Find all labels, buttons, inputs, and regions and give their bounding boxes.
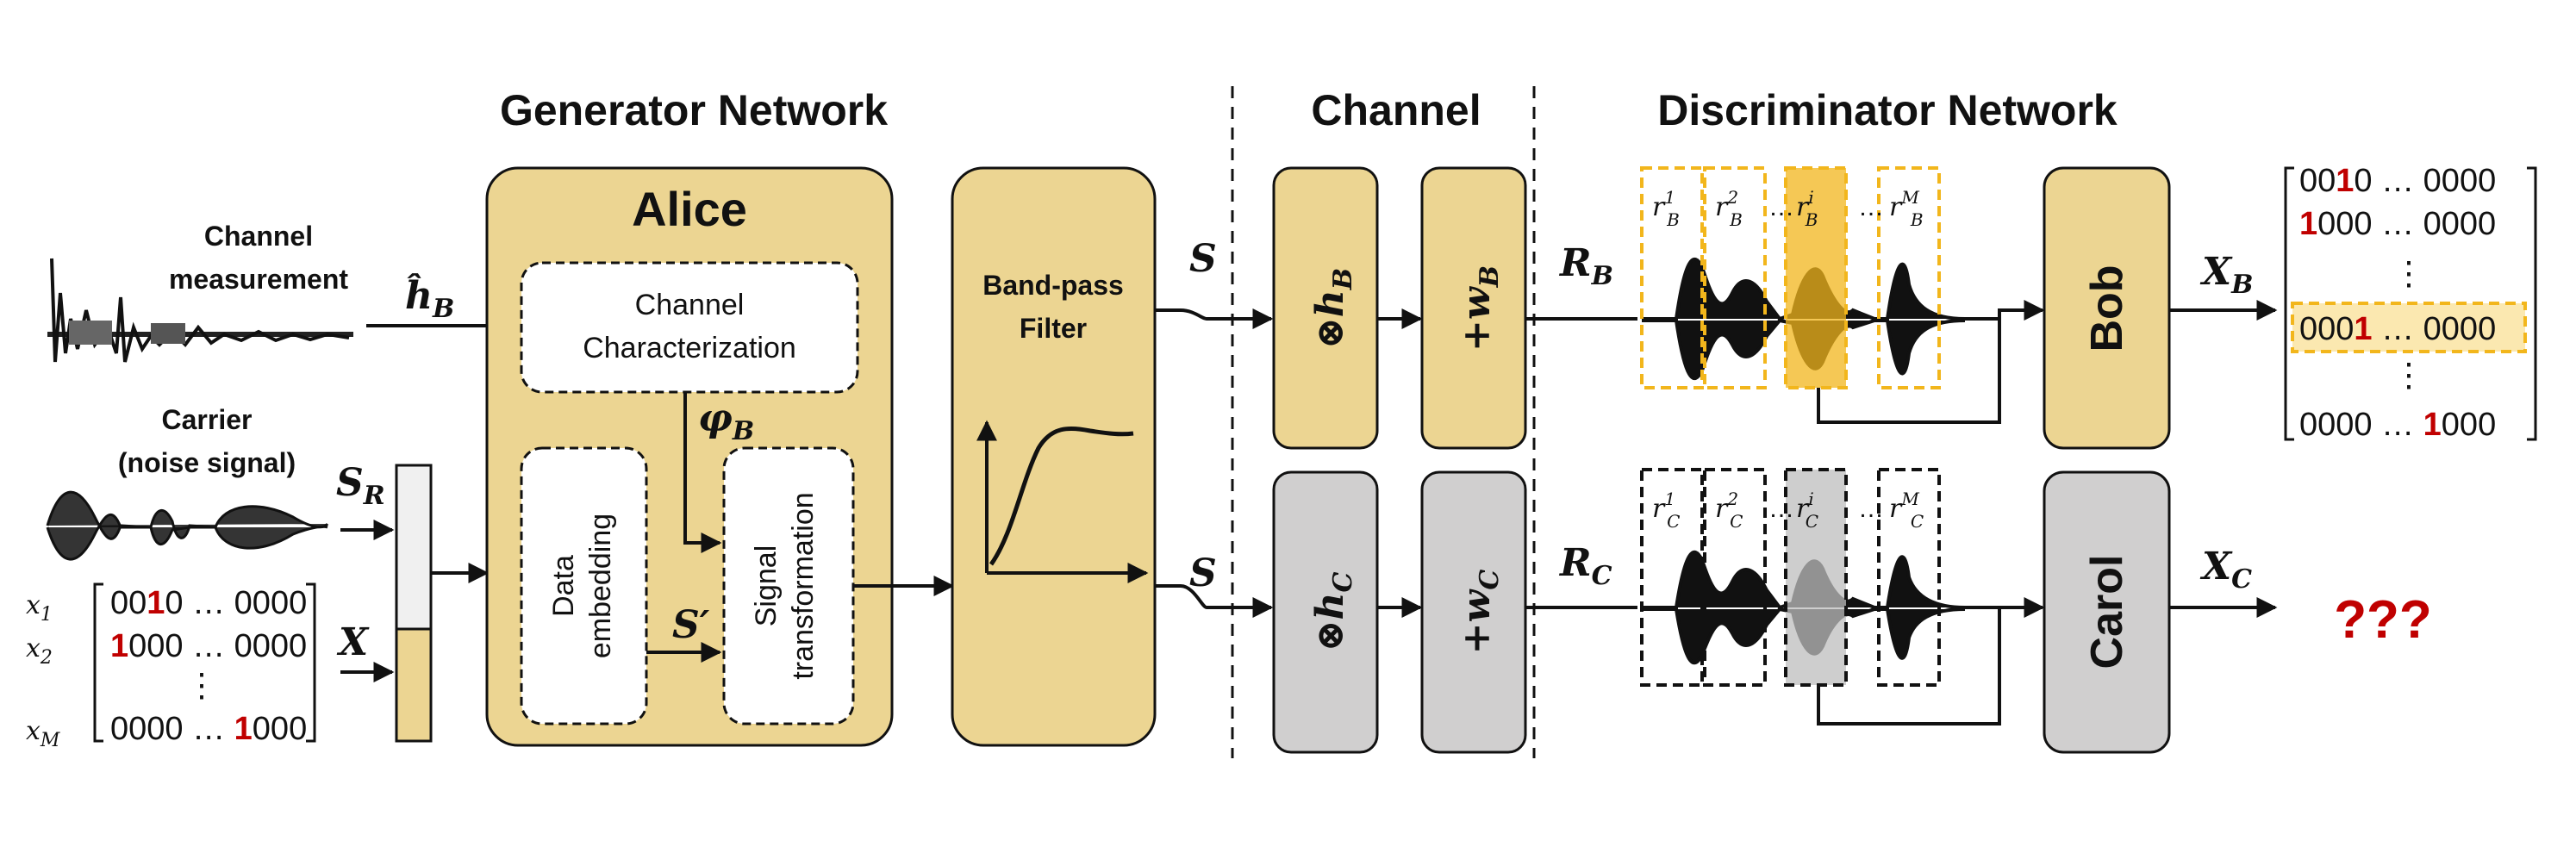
bob-label: Bob [2082,265,2132,352]
s-top-arrow [1155,308,1274,329]
r-c-feedback-line [1817,607,2001,726]
channel-title: Channel [1311,86,1481,134]
w-b-block [1420,166,1527,450]
segment-ellipsis: … [1858,193,1884,221]
r-c-label: RC [1558,541,1612,591]
h-c-block [1272,470,1379,754]
carrier-label-2: (noise signal) [118,447,296,478]
w-c-label: +wC [1455,570,1505,655]
r-b-to-bob-arrow [1965,300,2045,321]
x-c-label: XC [2199,545,2252,595]
channel-characterization-box [520,261,859,394]
bob-block [2043,166,2171,450]
h-b-label: ⊗hB [1308,268,1358,349]
message-row: 1000 … 0000 [110,628,307,664]
channel-characterization-label-1: Channel [635,289,745,321]
channel-measurement-label-1: Channel [204,221,313,252]
message-row-label: x2 [26,633,53,669]
x-b-label: XB [2199,250,2254,300]
message-row: 0010 … 0000 [110,585,307,621]
phi-arrow [683,392,722,553]
s-bottom-arrow [1155,584,1274,618]
r-b-label: RB [1558,241,1613,291]
signal-transformation-label-2: transformation [787,492,820,679]
carol-label: Carol [2082,555,2132,670]
s-bottom-label: S [1189,551,1217,595]
segment-window [1703,468,1767,687]
w-b-label: +wB [1455,265,1505,352]
alice-title: Alice [632,182,747,236]
h-c-label: ⊗hC [1308,572,1358,652]
message-row: 0000 … 1000 [110,711,307,747]
channel-measurement-waveform [47,258,353,363]
h-hat-b-label: ĥB [405,272,454,324]
unknown-output: ??? [2334,590,2432,650]
signal-transformation-label-1: Signal [750,545,783,627]
output-matrix-row: ⋮ [2392,358,2425,394]
channel-characterization-label-2: Characterization [583,332,796,364]
s-r-label: SR [336,461,385,511]
output-matrix: 0010 … 0000 1000 … 0000 ⋮ 0001 … 0000 ⋮ 0000 … [2284,163,2537,443]
output-matrix-row: 1000 … 0000 [2299,206,2496,242]
segment-window [1784,166,1848,389]
message-row: ⋮ [185,668,218,704]
message-row-label: xM [26,716,60,751]
channel-measurement-label-2: measurement [169,264,348,295]
r-b-feedback-line [1817,310,2001,424]
s-top-label: S [1189,237,1217,281]
w-c-block [1420,470,1527,754]
carrier-waveform [46,490,329,561]
segment-window [1640,468,1704,687]
output-matrix-row: 0010 … 0000 [2299,163,2496,199]
data-embedding-label-2: embedding [584,514,617,658]
output-matrix-row: ⋮ [2392,256,2425,292]
input-buffer-bottom [395,627,433,743]
filter-label-2: Filter [1020,313,1087,344]
carrier-label-1: Carrier [162,404,253,435]
band-pass-filter-block [951,166,1157,747]
message-matrix: x1 0010 … 0000 x2 1000 … 0000 ⋮ xM 0000 … 1000 [26,582,316,751]
segment-window [1784,468,1848,687]
segment-ellipsis: … [1768,193,1794,221]
data-embedding-box [520,446,648,726]
filter-label-1: Band-pass [982,270,1124,301]
data-embedding-label-1: Data [547,555,580,617]
output-matrix-row: 0001 … 0000 [2299,311,2496,347]
filter-response-plot [976,420,1149,583]
segment-window [1877,166,1941,389]
message-row-label: x1 [26,590,53,626]
input-buffer-top [395,464,433,631]
output-matrix-row: 0000 … 1000 [2299,407,2496,443]
segment-window [1877,468,1941,687]
carol-block [2043,470,2171,754]
segment-window [1640,166,1704,389]
discriminator-network-title: Discriminator Network [1657,86,2118,134]
segment-ellipsis: … [1768,495,1794,523]
output-highlight-row [2291,302,2527,353]
x-label: X [336,620,370,664]
generator-network-title: Generator Network [500,86,888,134]
segment-ellipsis: … [1858,495,1884,523]
h-b-block [1272,166,1379,450]
phi-b-label: φB [698,396,754,446]
segment-window [1703,166,1767,389]
s-prime-label: S′ [672,603,710,647]
